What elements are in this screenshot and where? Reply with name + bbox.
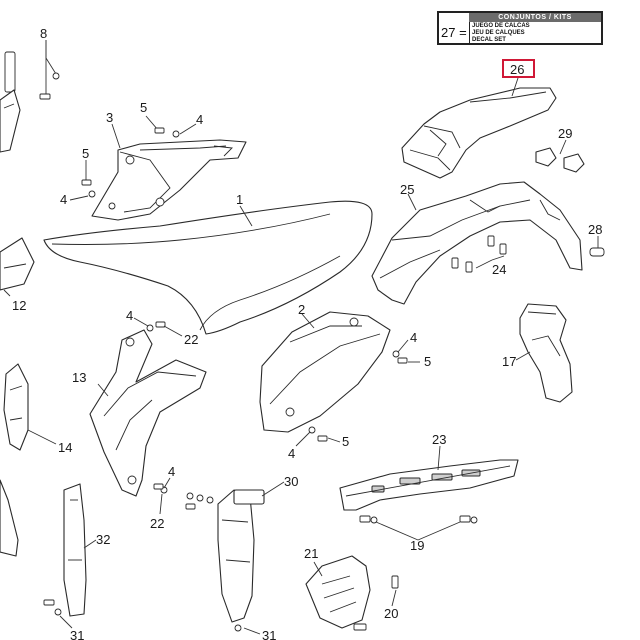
- part-1-seat: [43, 200, 373, 335]
- callout-2: 2: [298, 302, 305, 317]
- callout-3: 3: [106, 110, 113, 125]
- callout-32: 32: [96, 532, 110, 547]
- part-28-pin: [589, 236, 605, 257]
- callout-31: 31: [70, 628, 84, 640]
- part-3-side-cover: [91, 123, 247, 221]
- legend-line-fr: JEU DE CALQUES: [472, 30, 525, 36]
- callout-4: 4: [168, 464, 175, 479]
- partial-fork-guard-left: [0, 479, 19, 557]
- callout-12: 12: [12, 298, 26, 313]
- callout-22: 22: [184, 332, 198, 347]
- callout-21: 21: [304, 546, 318, 561]
- legend-description: JUEGO DE CALCAS JEU DE CALQUES DECAL SET: [472, 23, 599, 44]
- callout-17: 17: [502, 354, 516, 369]
- callout-19: 19: [410, 538, 424, 553]
- callout-5: 5: [424, 354, 431, 369]
- part-32-fork-guard: [43, 483, 97, 629]
- callout-5: 5: [140, 100, 147, 115]
- part-24-bolts: [451, 235, 507, 273]
- part-25-mudguard: [371, 181, 583, 305]
- part-30-fork-guard: [185, 481, 285, 635]
- legend-header: CONJUNTOS / KITS: [469, 13, 601, 22]
- part-2-hardware: [295, 339, 420, 447]
- part-29-plugs: [535, 139, 585, 173]
- part-21-sprocket-guard: [305, 555, 371, 629]
- part-12-panel: [0, 237, 35, 297]
- part-13-hardware: [133, 317, 183, 515]
- part-17-chain-guide: [515, 303, 573, 403]
- callout-25: 25: [400, 182, 414, 197]
- part-14-side-piece: [3, 363, 57, 451]
- highlighted-part-26-box: [502, 59, 535, 78]
- callout-4: 4: [196, 112, 203, 127]
- callout-20: 20: [384, 606, 398, 621]
- callout-4: 4: [60, 192, 67, 207]
- callout-4: 4: [288, 446, 295, 461]
- part-8-bolts: [0, 40, 60, 153]
- callout-24: 24: [492, 262, 506, 277]
- callout-13: 13: [72, 370, 86, 385]
- legend-line-es: JUEGO DE CALCAS: [472, 23, 530, 29]
- callout-29: 29: [558, 126, 572, 141]
- callout-4: 4: [410, 330, 417, 345]
- decal-set-legend: CONJUNTOS / KITS 27 = JUEGO DE CALCAS JE…: [437, 11, 603, 45]
- legend-divider: [469, 22, 470, 43]
- legend-line-en: DECAL SET: [472, 37, 506, 43]
- callout-5: 5: [342, 434, 349, 449]
- part-13-shroud: [89, 329, 207, 497]
- callout-1: 1: [236, 192, 243, 207]
- part-19-bolts: [359, 515, 478, 541]
- part-2-side-panel: [259, 311, 391, 433]
- callout-5: 5: [82, 146, 89, 161]
- callout-4: 4: [126, 308, 133, 323]
- part-3-hardware: [69, 115, 197, 201]
- callout-22: 22: [150, 516, 164, 531]
- part-20-bolts: [353, 575, 399, 631]
- callout-8: 8: [40, 26, 47, 41]
- part-26-rear-fender: [401, 77, 557, 179]
- callout-28: 28: [588, 222, 602, 237]
- callout-30: 30: [284, 474, 298, 489]
- callout-numbers: 8 5 4 3 5 4 1 26 29 25 28 24 12 4 22 2 4…: [12, 26, 602, 640]
- callout-31: 31: [262, 628, 276, 640]
- callout-23: 23: [432, 432, 446, 447]
- callout-14: 14: [58, 440, 72, 455]
- part-23-chain-guard: [339, 445, 519, 511]
- callout-26: 26: [510, 62, 524, 77]
- legend-part-number: 27 =: [441, 25, 467, 40]
